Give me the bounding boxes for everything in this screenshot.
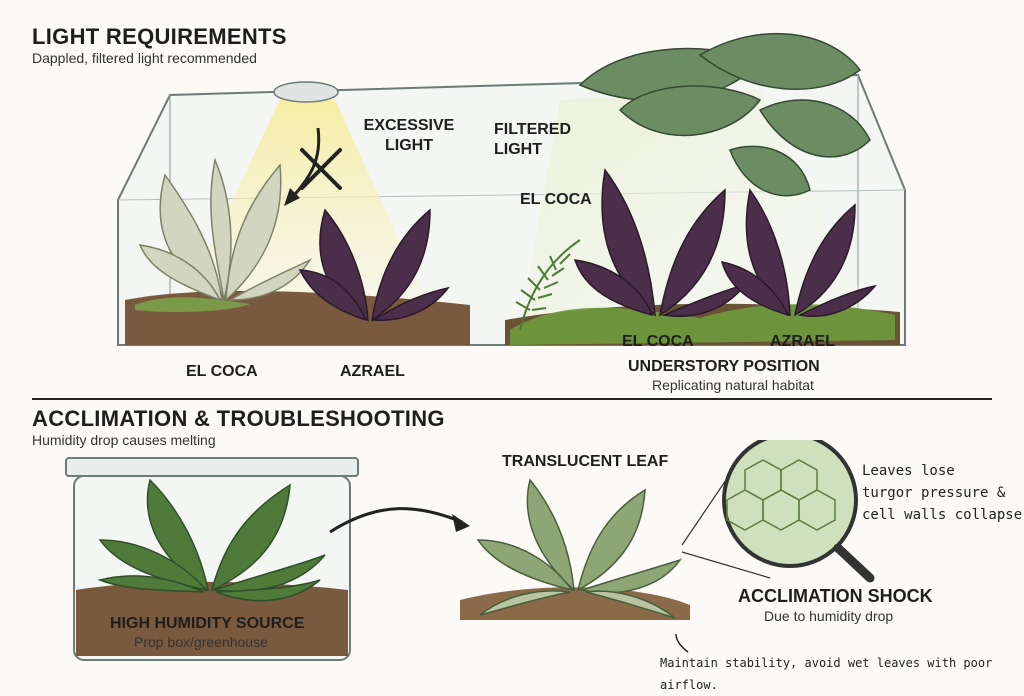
section-subtitle-light: Dappled, filtered light recommended (32, 50, 257, 66)
section-title-acclimation: ACCLIMATION & TROUBLESHOOTING (32, 406, 445, 431)
acclimation-shock-sublabel: Due to humidity drop (764, 608, 894, 624)
acclimation-illustration (65, 440, 875, 661)
turgor-note-line-1: Leaves lose (862, 463, 955, 479)
source-label: HIGH HUMIDITY SOURCE (110, 615, 305, 632)
fern-icon (515, 239, 581, 331)
lamp-icon (273, 81, 339, 103)
wilting-plant (476, 478, 682, 619)
plant-label-azrael-left: AZRAEL (340, 363, 405, 380)
understory-sublabel: Replicating natural habitat (652, 377, 814, 393)
acclimation-shock-label: ACCLIMATION SHOCK (738, 586, 933, 606)
plant-label-el-coca-right: EL COCA (622, 333, 694, 350)
understory-label: UNDERSTORY POSITION (628, 358, 820, 375)
cross-icon (300, 148, 342, 190)
source-sublabel: Prop box/greenhouse (134, 634, 268, 650)
turgor-note: Leaves lose turgor pressure & cell walls… (862, 460, 1022, 526)
transition-arrow-icon (329, 507, 463, 534)
excessive-light-label: EXCESSIVE LIGHT (363, 117, 455, 154)
footer-note: Maintain stability, avoid wet leaves wit… (660, 656, 993, 692)
translucent-leaf-label: TRANSLUCENT LEAF (502, 453, 669, 470)
canopy-leaves (578, 32, 871, 197)
turgor-note-line-3: cell walls collapse (862, 507, 1023, 523)
plant-label-el-coca-upper: EL COCA (520, 191, 592, 208)
plant-label-azrael-right: AZRAEL (770, 333, 835, 350)
purple-plant-right-2 (720, 188, 877, 317)
bleached-plant (138, 157, 313, 302)
turgor-note-line-2: turgor pressure & (862, 485, 1006, 501)
footer-arrow-icon (675, 633, 689, 653)
soil-wilting (460, 587, 690, 620)
plant-label-el-coca-left: EL COCA (186, 363, 258, 380)
purple-plant-right-1 (573, 168, 747, 317)
light-arrow-icon (288, 127, 321, 202)
magnifier-icon (722, 440, 875, 583)
section-divider (32, 398, 992, 400)
terrarium-illustration (117, 32, 906, 346)
purple-plant-left (298, 208, 450, 322)
filtered-light-label: FILTERED LIGHT (494, 121, 572, 158)
section-subtitle-acclimation: Humidity drop causes melting (32, 432, 216, 448)
section-title-light: LIGHT REQUIREMENTS (32, 24, 287, 49)
healthy-plant (97, 478, 326, 602)
